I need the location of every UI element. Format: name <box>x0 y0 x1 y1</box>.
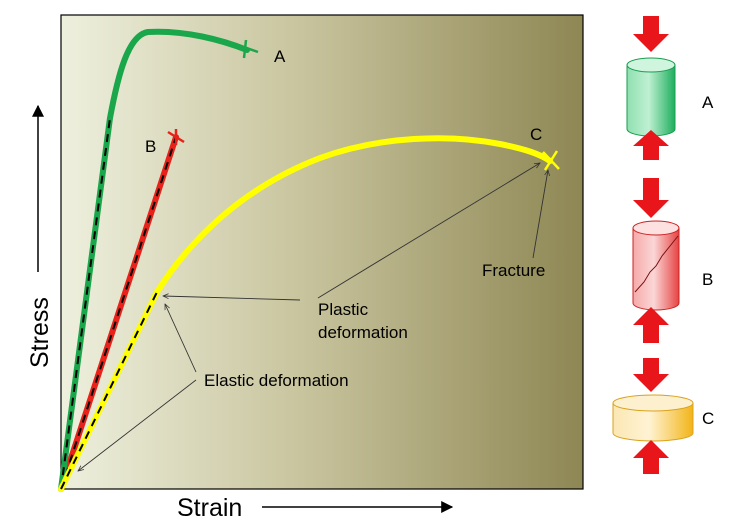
curve-label-c: C <box>530 125 542 144</box>
y-axis-title: Stress <box>26 104 54 368</box>
specimen-c: C <box>612 358 714 474</box>
fracture-label: Fracture <box>482 261 545 280</box>
compression-arrow-bottom-a <box>633 130 669 160</box>
fracture-mark-c <box>542 150 560 171</box>
specimen-label-b: B <box>702 270 713 289</box>
curve-c <box>58 135 560 492</box>
elastic-deformation-label: Elastic deformation <box>204 371 349 390</box>
curve-a <box>58 28 259 492</box>
annotation-pointers <box>78 163 548 471</box>
curve-label-a: A <box>274 47 286 66</box>
compression-arrow-bottom-b <box>633 307 669 343</box>
svg-text:Strain: Strain <box>177 494 242 522</box>
compression-arrow-bottom-c <box>633 440 669 474</box>
svg-text:Stress: Stress <box>26 297 54 368</box>
compression-arrow-top-b <box>633 178 669 218</box>
compression-arrow-top-a <box>633 16 669 52</box>
fracture-mark-a <box>237 39 259 59</box>
crack <box>634 235 679 293</box>
specimen-a: A <box>626 16 714 160</box>
curve-b <box>58 129 185 492</box>
fracture-mark-b <box>167 129 185 145</box>
specimen-label-c: C <box>702 409 714 428</box>
specimen-b: B <box>632 178 713 343</box>
curve-label-b: B <box>145 137 156 156</box>
plot-area <box>60 14 584 490</box>
specimen-label-a: A <box>702 93 714 112</box>
x-axis-title: Strain <box>177 494 454 522</box>
compression-arrow-top-c <box>633 358 669 392</box>
plastic-deformation-label: Plastic deformation <box>318 300 408 342</box>
